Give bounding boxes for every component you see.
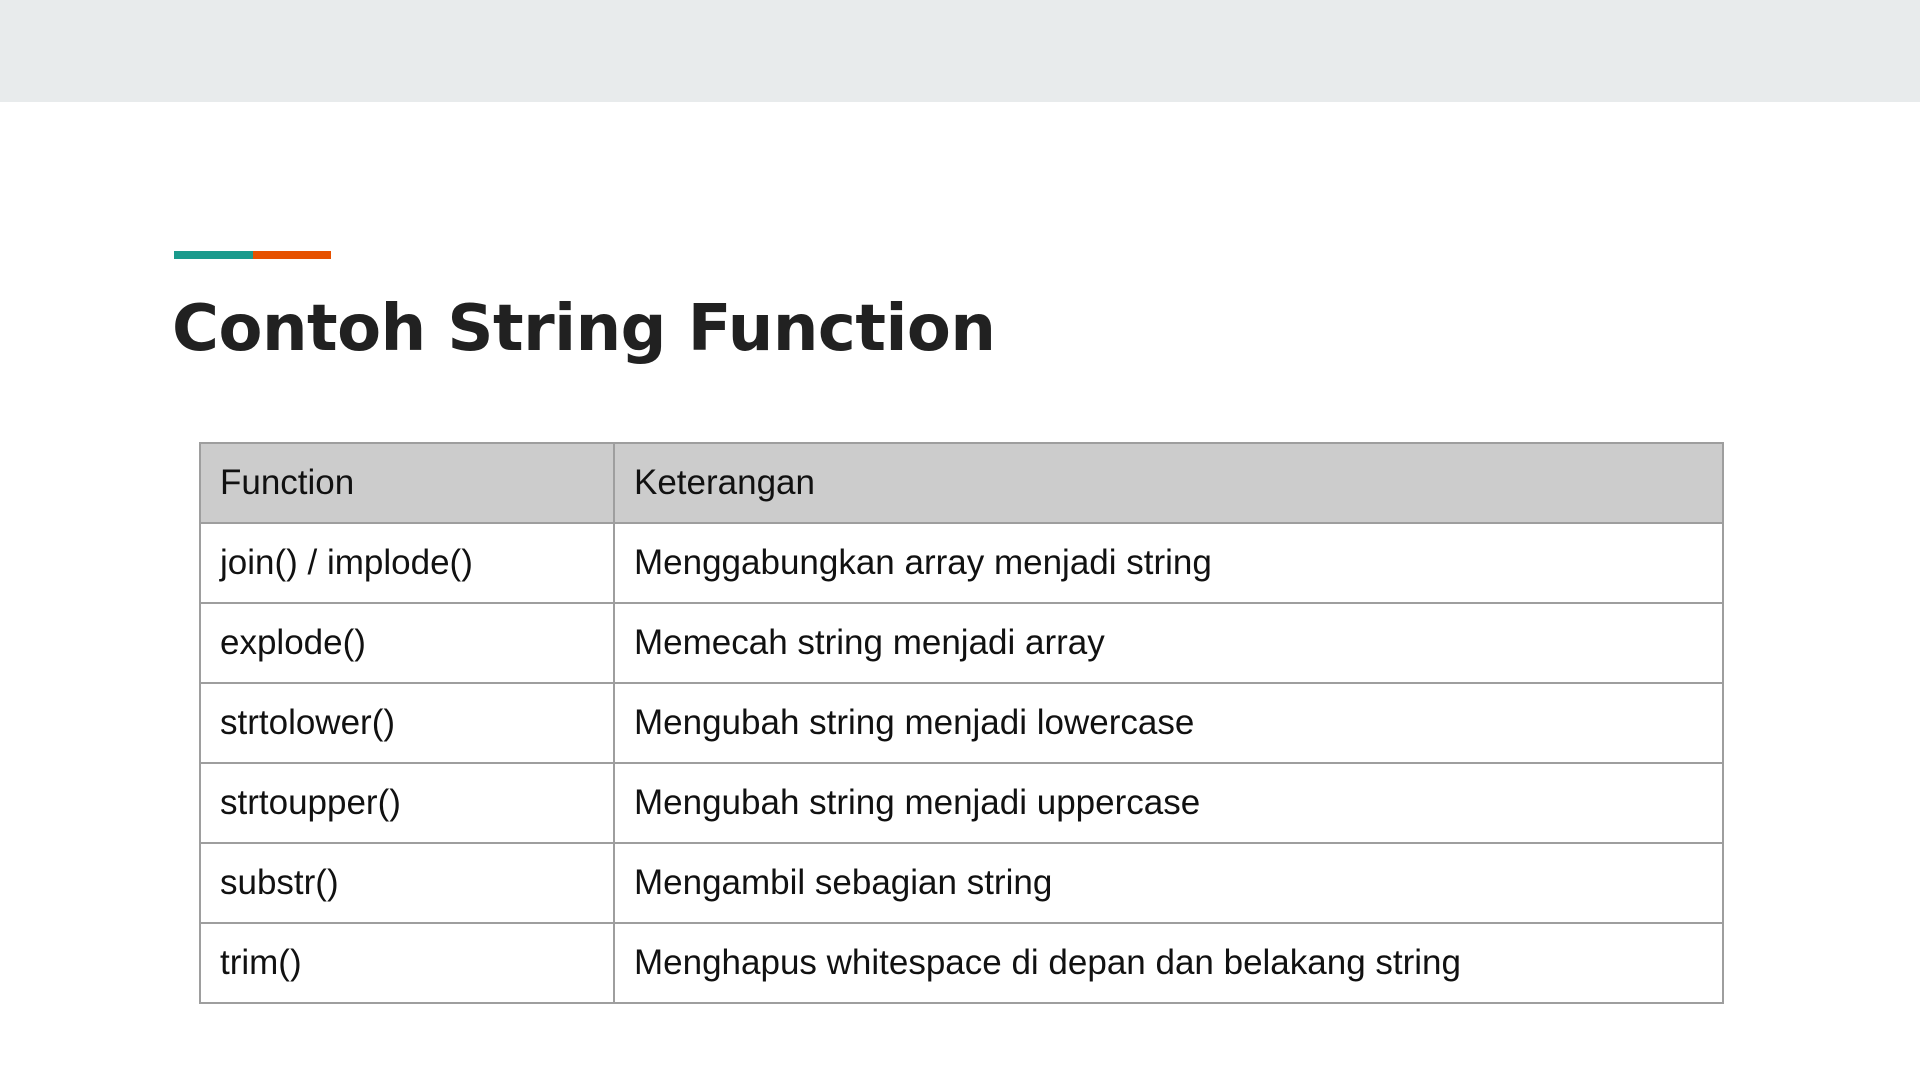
function-cell: join() / implode() — [199, 522, 615, 604]
accent-bar — [174, 251, 331, 259]
description-cell: Mengubah string menjadi lowercase — [613, 682, 1724, 764]
table-row: strtoupper() Mengubah string menjadi upp… — [199, 762, 1724, 844]
table-row: trim() Menghapus whitespace di depan dan… — [199, 922, 1724, 1004]
function-cell: trim() — [199, 922, 615, 1004]
function-table-container: Function Keterangan join() / implode() M… — [199, 442, 1724, 1004]
function-table: Function Keterangan join() / implode() M… — [199, 442, 1724, 1004]
description-cell: Mengambil sebagian string — [613, 842, 1724, 924]
function-cell: explode() — [199, 602, 615, 684]
table-header-row: Function Keterangan — [199, 442, 1724, 524]
accent-bar-orange — [252, 251, 331, 259]
description-cell: Menggabungkan array menjadi string — [613, 522, 1724, 604]
header-keterangan: Keterangan — [613, 442, 1724, 524]
description-cell: Menghapus whitespace di depan dan belaka… — [613, 922, 1724, 1004]
table-row: explode() Memecah string menjadi array — [199, 602, 1724, 684]
table-row: join() / implode() Menggabungkan array m… — [199, 522, 1724, 604]
table-row: strtolower() Mengubah string menjadi low… — [199, 682, 1724, 764]
function-cell: strtoupper() — [199, 762, 615, 844]
top-band — [0, 0, 1920, 102]
description-cell: Memecah string menjadi array — [613, 602, 1724, 684]
accent-bar-teal — [174, 251, 253, 259]
slide-title: Contoh String Function — [172, 292, 996, 366]
description-cell: Mengubah string menjadi uppercase — [613, 762, 1724, 844]
header-function: Function — [199, 442, 615, 524]
function-cell: strtolower() — [199, 682, 615, 764]
table-row: substr() Mengambil sebagian string — [199, 842, 1724, 924]
function-cell: substr() — [199, 842, 615, 924]
